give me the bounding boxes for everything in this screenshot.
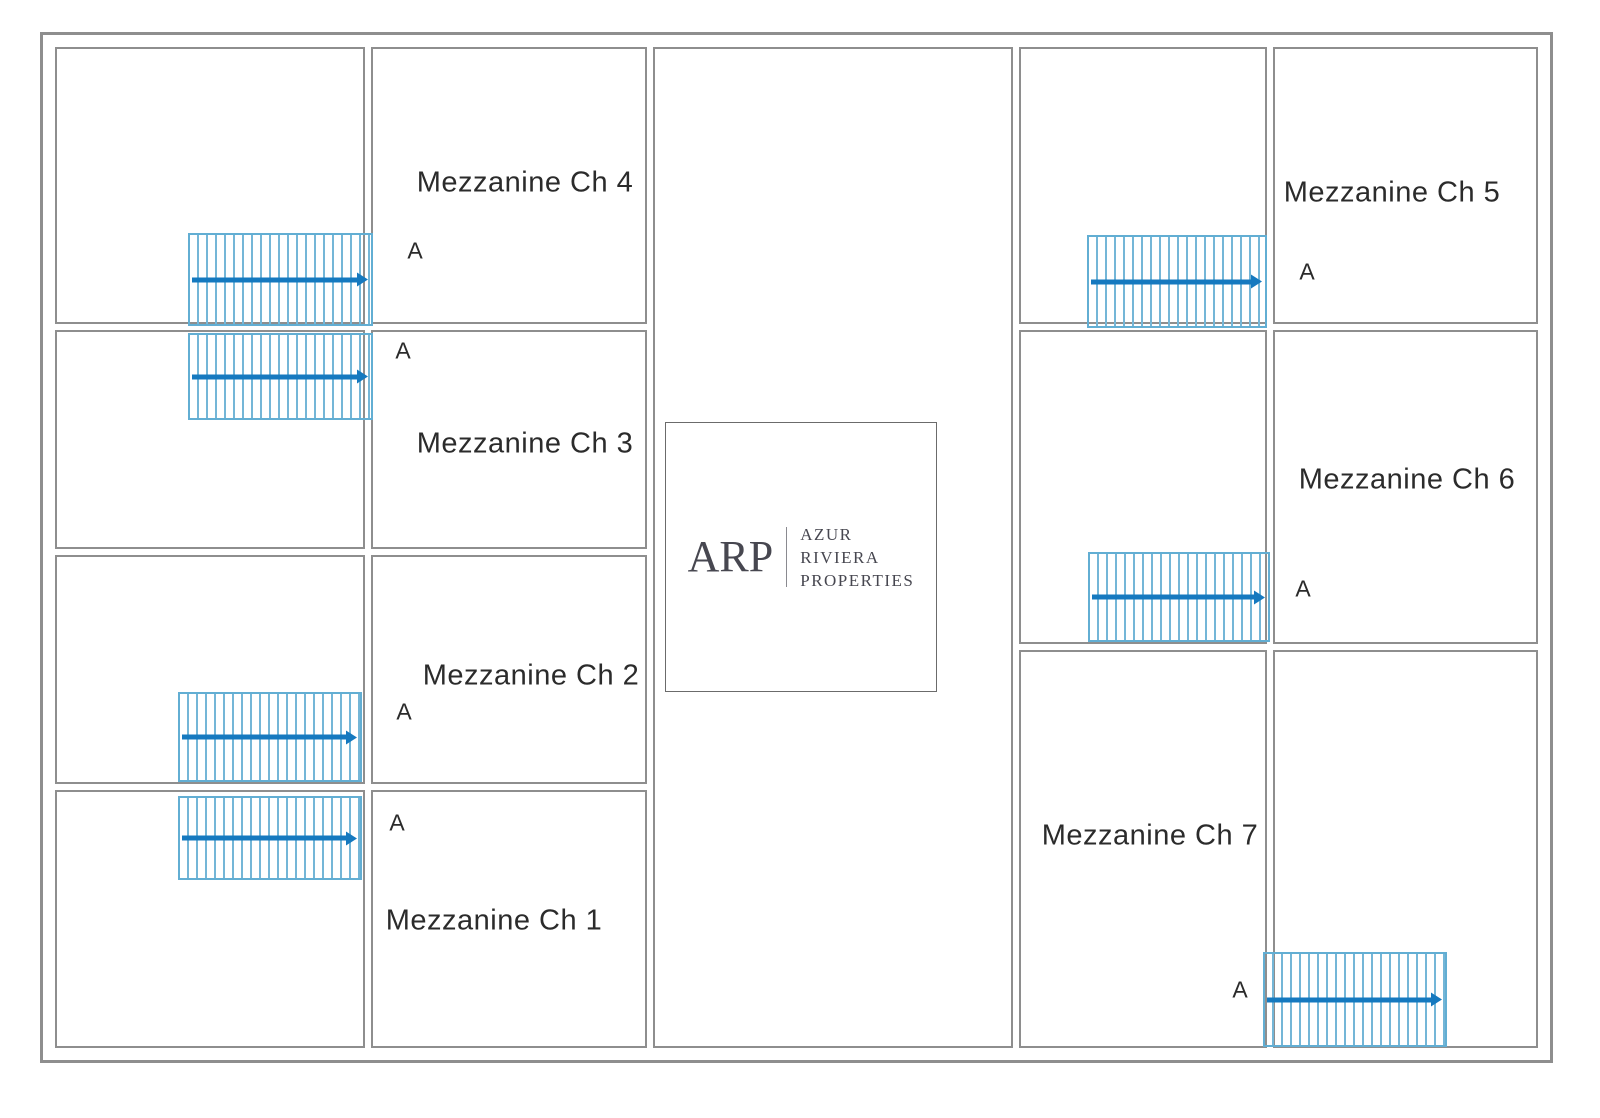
logo-divider (786, 527, 788, 587)
stair-direction-arrow (182, 835, 346, 841)
room-mezzanine-ch3 (371, 330, 647, 549)
staircase-ch6 (1088, 552, 1270, 642)
staircase-ch7 (1263, 952, 1447, 1047)
room-label-ch6: Mezzanine Ch 6 (1298, 463, 1516, 496)
section-marker-ch5: A (1299, 258, 1315, 285)
room-right-mid-stair (1019, 330, 1267, 644)
room-label-ch5: Mezzanine Ch 5 (1283, 176, 1501, 209)
agency-logo-inner: ARP AZUR RIVIERA PROPERTIES (688, 523, 915, 592)
staircase-ch1-lower (178, 796, 362, 880)
section-marker-ch1: A (389, 809, 405, 836)
room-mezzanine-ch6 (1273, 330, 1538, 644)
staircase-ch2-upper (178, 692, 362, 782)
stair-direction-arrow (1091, 279, 1251, 284)
room-label-ch2: Mezzanine Ch 2 (422, 659, 640, 692)
room-mezzanine-ch7 (1019, 650, 1267, 1048)
agency-logo: ARP AZUR RIVIERA PROPERTIES (665, 422, 937, 692)
logo-brand-line-2: RIVIERA (800, 547, 880, 567)
room-right-bottom (1273, 650, 1538, 1048)
room-mezzanine-ch5 (1273, 47, 1538, 324)
room-label-ch1: Mezzanine Ch 1 (385, 904, 603, 937)
stair-direction-arrow (1092, 594, 1254, 600)
section-marker-ch3: A (395, 337, 411, 364)
staircase-ch4-upper (188, 233, 373, 326)
logo-brand-name: AZUR RIVIERA PROPERTIES (800, 523, 914, 592)
section-marker-ch4: A (407, 237, 423, 264)
room-label-ch3: Mezzanine Ch 3 (416, 427, 634, 460)
section-marker-ch7: A (1232, 976, 1248, 1003)
room-left-lower-mid (55, 555, 365, 784)
logo-brand-line-3: PROPERTIES (800, 570, 915, 590)
staircase-ch3-lower (188, 333, 373, 420)
section-marker-ch2: A (396, 698, 412, 725)
central-corridor (653, 47, 1013, 1048)
room-mezzanine-ch1 (371, 790, 647, 1048)
room-label-ch7: Mezzanine Ch 7 (1041, 819, 1259, 852)
room-left-upper-mid (55, 330, 365, 549)
room-mezzanine-ch4 (371, 47, 647, 324)
room-left-bottom (55, 790, 365, 1048)
logo-brand-line-1: AZUR (800, 524, 853, 544)
staircase-ch5 (1087, 235, 1267, 328)
room-mezzanine-ch2 (371, 555, 647, 784)
stair-direction-arrow (192, 277, 357, 282)
stair-direction-arrow (192, 374, 357, 379)
outer-wall (40, 32, 1553, 1063)
stair-direction-arrow (1267, 997, 1431, 1002)
section-marker-ch6: A (1295, 575, 1311, 602)
stair-direction-arrow (182, 734, 346, 740)
room-label-ch4: Mezzanine Ch 4 (416, 166, 634, 199)
logo-monogram: ARP (687, 532, 774, 581)
